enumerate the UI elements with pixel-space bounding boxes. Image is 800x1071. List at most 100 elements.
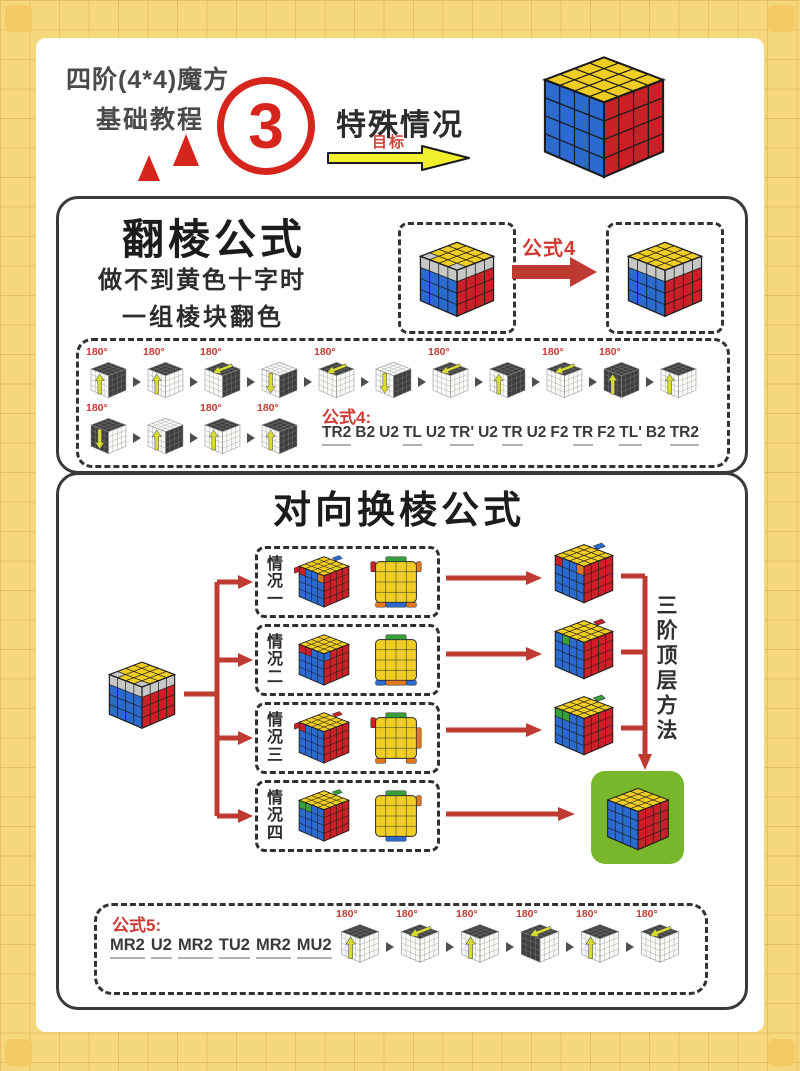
red-triangle-icon [173,131,199,166]
step-arrow-icon [190,377,198,387]
move-step [371,346,416,402]
case3-top-view-icon [366,708,426,768]
section2-title: 对向换棱公式 [272,490,525,532]
step-arrow-icon [446,942,454,952]
case1-cube-icon [292,552,356,613]
rotation-degree-label: 180° [200,346,222,358]
red-triangle-icon [138,152,160,181]
course-title-line1: 四阶(4*4)魔方 [66,66,230,94]
move-step: 180° [542,346,587,402]
rotation-degree-label: 180° [86,346,108,358]
step-arrow-icon [386,942,394,952]
step-arrow-icon [566,942,574,952]
move-step: 180° [396,908,444,967]
before-state-box [398,222,516,334]
move-step [485,346,530,402]
move-token: B2 [645,424,666,441]
move-step: 180° [200,346,245,402]
step-cube-icon [257,415,302,458]
formula5-box [94,903,708,995]
step-cube-icon [485,359,530,402]
step-cube-icon [371,359,416,402]
formula4-steps-box [76,338,730,468]
formula5-label: 公式5: [112,916,162,935]
move-step: 180° [516,908,564,967]
move-token: TR [572,424,594,446]
step-cube-icon [516,921,564,967]
step-cube-icon [143,359,188,402]
case-label: 情况四 [266,789,283,842]
formula4-label: 公式4: [322,408,372,427]
case-box-4: 情况四 [255,780,440,852]
corner-square [768,5,795,32]
case-box-3: 情况三 [255,702,440,774]
start-state-cube-icon [100,654,184,734]
move-step: 180° [599,346,644,402]
step-cube-icon [86,359,131,402]
rotation-degree-label: 180° [428,346,450,358]
rotation-degree-label: 180° [516,908,538,920]
move-step: 180° [86,402,131,458]
rotation-degree-label: 180° [456,908,478,920]
formula4-steps-row1: 180°180°180°180°180°180°180° [86,346,701,402]
move-step [656,346,701,402]
step-arrow-icon [361,377,369,387]
rotation-degree-label: 180° [576,908,598,920]
finished-top-cube-icon [618,234,712,322]
move-step: 180° [257,402,302,458]
section1-subtitle1: 做不到黄色十字时 [98,267,306,294]
solved-cube-icon [599,781,677,855]
corner-square [5,5,32,32]
result1-cube-icon [547,539,621,609]
case-list: 情况一情况二情况三情况四 [255,546,440,852]
move-step: 180° [336,908,384,967]
result2-cube-icon [547,615,621,685]
step-arrow-icon [133,433,141,443]
step-cube-icon [200,359,245,402]
move-token: B2 [355,424,376,441]
step-cube-icon [456,921,504,967]
goal-label: 目标 [372,134,407,151]
step-arrow-icon [247,433,255,443]
case-label: 情况二 [266,633,283,686]
move-step: 180° [576,908,624,967]
case4-top-view-icon [366,786,426,846]
case-box-1: 情况一 [255,546,440,618]
section1-subtitle2: 一组棱块翻色 [122,304,284,331]
step-arrow-icon [532,377,540,387]
rotation-degree-label: 180° [86,402,108,414]
move-token: TU2 [218,936,250,959]
move-token: TL [402,424,422,446]
step-arrow-icon [133,377,141,387]
move-token: MR2 [255,936,291,959]
step-cube-icon [636,921,684,967]
rotation-degree-label: 180° [542,346,564,358]
step-cube-icon [86,415,131,458]
step-cube-icon [257,359,302,402]
move-token: TL' [619,424,642,446]
move-token: MR2 [110,936,145,959]
step-arrow-icon [589,377,597,387]
move-token: F2 [597,424,616,441]
corner-square [768,1039,795,1066]
course-title-line2: 基础教程 [96,106,205,134]
step-cube-icon [542,359,587,402]
case2-cube-icon [292,630,356,691]
step-cube-icon [599,359,644,402]
move-step [143,402,188,458]
move-step: 180° [636,908,684,967]
step-arrow-icon [506,942,514,952]
unfinished-cube-icon [410,234,504,322]
move-token: MU2 [296,936,332,959]
formula4-steps-row2: 180° 180° 180° [86,402,302,458]
move-step: 180° [200,402,245,458]
rotation-degree-label: 180° [636,908,658,920]
move-token: U2 [526,424,547,441]
lesson-topic: 特殊情况 [336,109,464,142]
move-token: F2 [550,424,569,441]
step-arrow-icon [247,377,255,387]
move-step: 180° [456,908,504,967]
